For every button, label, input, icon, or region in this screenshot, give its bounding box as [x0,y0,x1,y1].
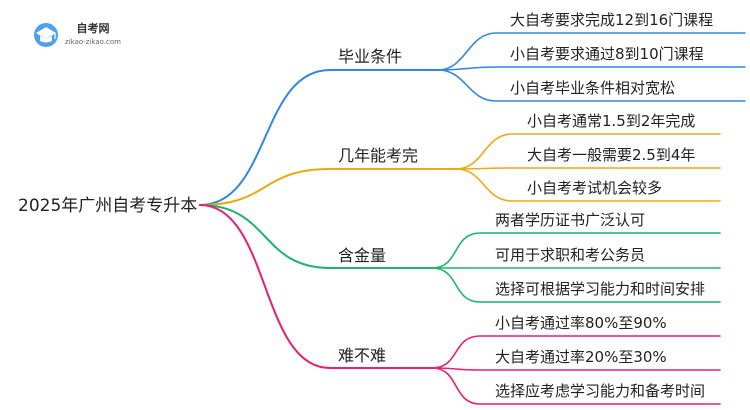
leaf-connector [437,32,746,71]
leaf-value-2: 可用于求职和考公务员 [495,246,645,264]
leaf-duration-2: 大自考一般需要2.5到4年 [527,146,695,164]
graduation-cap-icon [34,23,58,47]
leaf-connector [455,167,721,170]
leaf-connector [431,367,721,405]
branch-connector [199,204,413,269]
leaf-graduation-2: 小自考要求通过8到10门课程 [510,45,704,63]
leaf-connector [431,232,721,269]
branch-connector [199,168,433,206]
branch-study-duration: 几年能考完 [338,146,418,165]
leaf-connector [455,168,721,202]
leaf-difficulty-2: 大自考通过率20%至30% [495,348,667,366]
branch-graduation-requirements: 毕业条件 [338,47,402,66]
logo-url: zikao-zikao.com [65,38,121,46]
branch-credential-value: 含金量 [338,246,386,265]
branch-difficulty: 难不难 [338,346,386,365]
root-topic: 2025年广州自考专升本 [18,196,197,216]
leaf-graduation-3: 小自考毕业条件相对宽松 [510,79,675,97]
logo-name: 自考网 [77,21,110,35]
mindmap-edges [199,32,746,405]
leaf-connector [431,267,721,303]
leaf-duration-3: 小自考考试机会较多 [527,179,662,197]
leaf-duration-1: 小自考通常1.5到2年完成 [527,112,695,130]
leaf-connector [455,133,721,170]
branch-connector [199,204,413,369]
leaf-graduation-1: 大自考要求完成12到16门课程 [510,11,713,29]
leaf-connector [437,66,746,71]
logo: 自考网 zikao-zikao.com [34,21,121,47]
leaf-connector [431,367,721,371]
leaf-difficulty-3: 选择应考虑学习能力和备考时间 [495,382,705,400]
leaf-value-3: 选择可根据学习能力和时间安排 [495,280,705,298]
leaf-value-1: 两者学历证书广泛认可 [495,211,645,229]
branch-connector [199,69,413,206]
leaf-connector [431,335,721,369]
leaf-connector [437,69,746,102]
leaf-difficulty-1: 小自考通过率80%至90% [495,314,667,332]
